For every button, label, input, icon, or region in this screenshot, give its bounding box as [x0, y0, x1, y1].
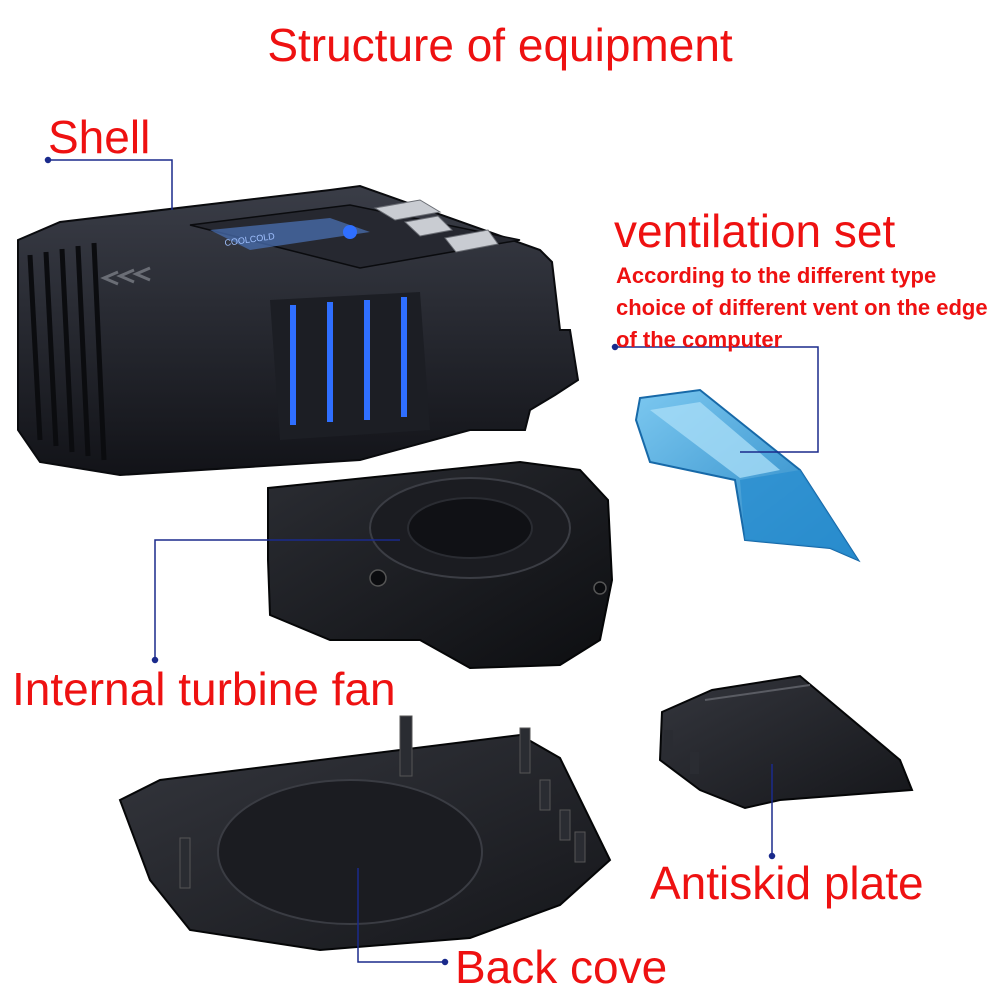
shell-part: COOLCOLD	[17, 184, 580, 477]
shell-leader-line	[48, 159, 173, 210]
leader-lines	[44, 156, 819, 966]
antiskid-leader-dot	[768, 852, 776, 860]
antiskid-plate-part	[658, 674, 914, 810]
ventilation-set-description: According to the different type choice o…	[616, 263, 988, 352]
internal-turbine-fan-label: Internal turbine fan	[12, 663, 396, 715]
shell-leader-dot	[44, 156, 52, 164]
shell-label: Shell	[48, 111, 151, 163]
back-cover-leader-line	[357, 868, 445, 963]
fan-leader-line	[154, 539, 400, 660]
antiskid-plate-label: Antiskid plate	[650, 857, 924, 909]
turbine-fan-part	[267, 460, 614, 670]
ventilation-set-part	[634, 388, 861, 563]
back-cover-leader-dot	[441, 958, 449, 966]
back-cover-label: Back cove	[455, 941, 668, 993]
vent-leader-dot	[611, 343, 619, 351]
vent-leader-line	[615, 346, 819, 453]
back-cover-part	[118, 715, 612, 952]
page-title: Structure of equipment	[267, 19, 733, 71]
fan-leader-dot	[151, 656, 159, 664]
ventilation-set-label: ventilation set	[614, 205, 896, 257]
